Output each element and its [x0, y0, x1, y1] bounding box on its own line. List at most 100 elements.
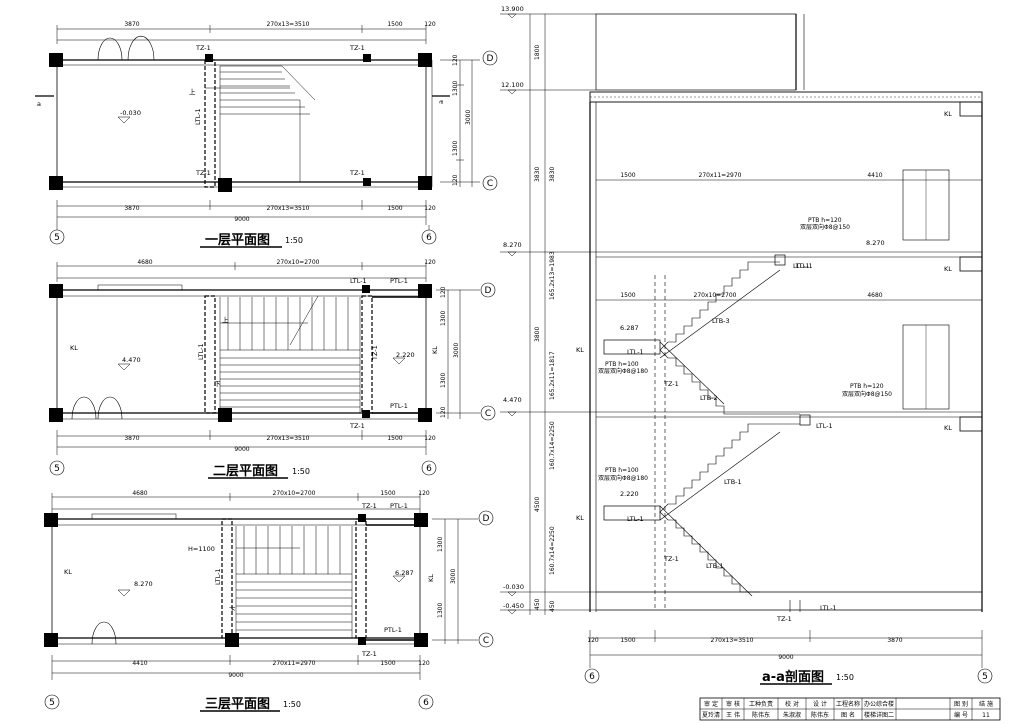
p2-beam-3: PTL-1 — [390, 402, 408, 410]
sec-label-13: LTB-1 — [724, 478, 742, 486]
p1-beam: LTL-1 — [194, 108, 202, 125]
p3-right-dim-2: 3000 — [450, 569, 457, 584]
p3-beam-2: PTL-1 — [390, 502, 408, 510]
p2-dim-bot-4: 120 — [424, 435, 436, 442]
p2-axis-5: 5 — [54, 464, 60, 474]
tb-v-1: 夏玲清 — [702, 711, 720, 719]
sec-spot-1: 8.270 — [866, 239, 885, 247]
tb-h-4: 校 对 — [785, 700, 799, 708]
sec-flight-2a: 1500 — [620, 292, 635, 299]
p3-axis-6: 6 — [423, 698, 429, 708]
p2-beam-2: PTL-1 — [390, 277, 408, 285]
p3-elev2: 6.287 — [395, 569, 414, 577]
sec-ptb-2b: 双层双向Φ8@180 — [598, 367, 648, 375]
p2-dim-top-2: 270x10=2700 — [277, 259, 320, 266]
tb-v-2: 王 伟 — [726, 711, 740, 719]
p1-dim-top-4: 120 — [424, 21, 436, 28]
sec-label-5: KL — [576, 514, 584, 522]
p3-wall: KL — [64, 568, 72, 576]
sec-label-2: KL — [944, 265, 952, 273]
sec-bot-dim-1: 120 — [587, 637, 599, 644]
sec-inner-dim-6: 450 — [549, 600, 556, 612]
sec-label-12: LTB-2 — [700, 394, 718, 402]
p3-total: 9000 — [228, 672, 243, 679]
sec-label-15: TZ-1 — [663, 380, 679, 388]
tb-h-5: 设 计 — [813, 700, 827, 708]
sec-label-17: TZ-1 — [776, 615, 792, 623]
p1-col-3: TZ-1 — [195, 169, 211, 177]
p2-dim-bot-3: 1500 — [387, 435, 402, 442]
tb-h-2: 审 核 — [726, 700, 740, 708]
section-a-a — [500, 13, 993, 685]
p3-right-dim-3: 1300 — [437, 603, 444, 618]
sec-spot-3: 2.220 — [620, 490, 639, 498]
p1-title: 一层平面图 — [205, 233, 270, 248]
p3-rail: H=1100 — [188, 545, 215, 553]
tb-h-6: 工程名称 — [836, 700, 860, 708]
p3-beam-1: TZ-1 — [361, 502, 377, 510]
sec-bot-dim-3: 270x13=3510 — [711, 637, 754, 644]
tb-h-8: 图 别 — [954, 700, 968, 708]
p2-beam-6: TZ-1 — [371, 345, 379, 361]
p3-down: 下 — [229, 606, 236, 614]
sec-flight-2c: 4680 — [867, 292, 882, 299]
p1-dim-top-2: 270x13=3510 — [267, 21, 310, 28]
p2-beam-4: LTL-1 — [197, 343, 205, 360]
p1-dim-top-3: 1500 — [387, 21, 402, 28]
sec-label-18: LTL-1 — [793, 262, 810, 270]
tb-h-1: 审 定 — [704, 700, 718, 708]
p3-right-dim-1: 1300 — [437, 537, 444, 552]
sec-label-9: LTL-1 — [627, 515, 644, 523]
sec-label-11: LTB-3 — [712, 317, 730, 325]
p3-beam-4: PTL-1 — [384, 626, 402, 634]
p3-dim-top-3: 1500 — [380, 490, 395, 497]
sec-inner-dim-4: 160.7x14=2250 — [549, 421, 556, 470]
p2-up: 上 — [222, 315, 229, 324]
p3-beam-3: LTL-1 — [214, 568, 222, 585]
sec-left-dim-5: 450 — [534, 598, 541, 610]
sec-ptb-3a: PTB h=120 — [850, 383, 884, 390]
plan-second-floor-columns — [49, 284, 432, 422]
p2-beam-5: TZ-1 — [349, 422, 365, 430]
p2-elev: 4.470 — [122, 356, 141, 364]
p3-dim-bot-1: 4410 — [132, 660, 147, 667]
sec-level-3: 8.270 — [503, 241, 522, 249]
p3-dim-bot-2: 270x11=2970 — [273, 660, 316, 667]
sec-bot-dim-4: 3870 — [887, 637, 902, 644]
p1-dim-bot-1: 3870 — [124, 205, 139, 212]
p1-dim-bot-4: 120 — [424, 205, 436, 212]
sec-bot-dim-2: 1500 — [620, 637, 635, 644]
tb-v-7: 楼梯详图二 — [864, 711, 894, 719]
sec-level-2: 12.100 — [501, 81, 524, 89]
sec-ptb-4a: PTB h=100 — [605, 467, 639, 474]
sec-axis-6: 6 — [589, 672, 595, 682]
p1-col-2: TZ-1 — [349, 44, 365, 52]
p3-dim-bot-4: 120 — [418, 660, 430, 667]
p1-total: 9000 — [234, 216, 249, 223]
sec-label-3: KL — [944, 424, 952, 432]
sec-flight-1b: 270x11=2970 — [699, 172, 742, 179]
sec-level-4: 4.470 — [503, 396, 522, 404]
p2-dim-bot-2: 270x13=3510 — [267, 435, 310, 442]
sec-label-16: TZ-1 — [663, 555, 679, 563]
tb-h-9: 结 施 — [979, 700, 993, 708]
p2-dim-top-3: 120 — [424, 259, 436, 266]
sec-level-1: 13.900 — [501, 5, 524, 13]
sec-left-dim-1: 1800 — [534, 45, 541, 60]
sec-level-6: -0.450 — [503, 602, 524, 610]
p2-scale: 1:50 — [292, 467, 310, 476]
p1-dim-bot-2: 270x13=3510 — [267, 205, 310, 212]
sec-flight-1c: 4410 — [867, 172, 882, 179]
sec-axis-5: 5 — [982, 672, 988, 682]
p3-scale: 1:50 — [283, 700, 301, 709]
p3-dim-top-4: 120 — [418, 490, 430, 497]
p1-right-dim-4: 120 — [452, 54, 459, 66]
sec-bot-dim-5: 9000 — [778, 654, 793, 661]
p3-title: 三层平面图 — [205, 697, 270, 712]
p2-right-dim-5: 120 — [440, 406, 447, 418]
p1-elev: -0.030 — [120, 109, 141, 117]
tb-h-7: 办公综合楼 — [864, 700, 894, 708]
p1-dim-bot-3: 1500 — [387, 205, 402, 212]
sec-inner-dim-5: 160.7x14=2250 — [549, 526, 556, 575]
sec-inner-dim-1: 3830 — [549, 167, 556, 182]
